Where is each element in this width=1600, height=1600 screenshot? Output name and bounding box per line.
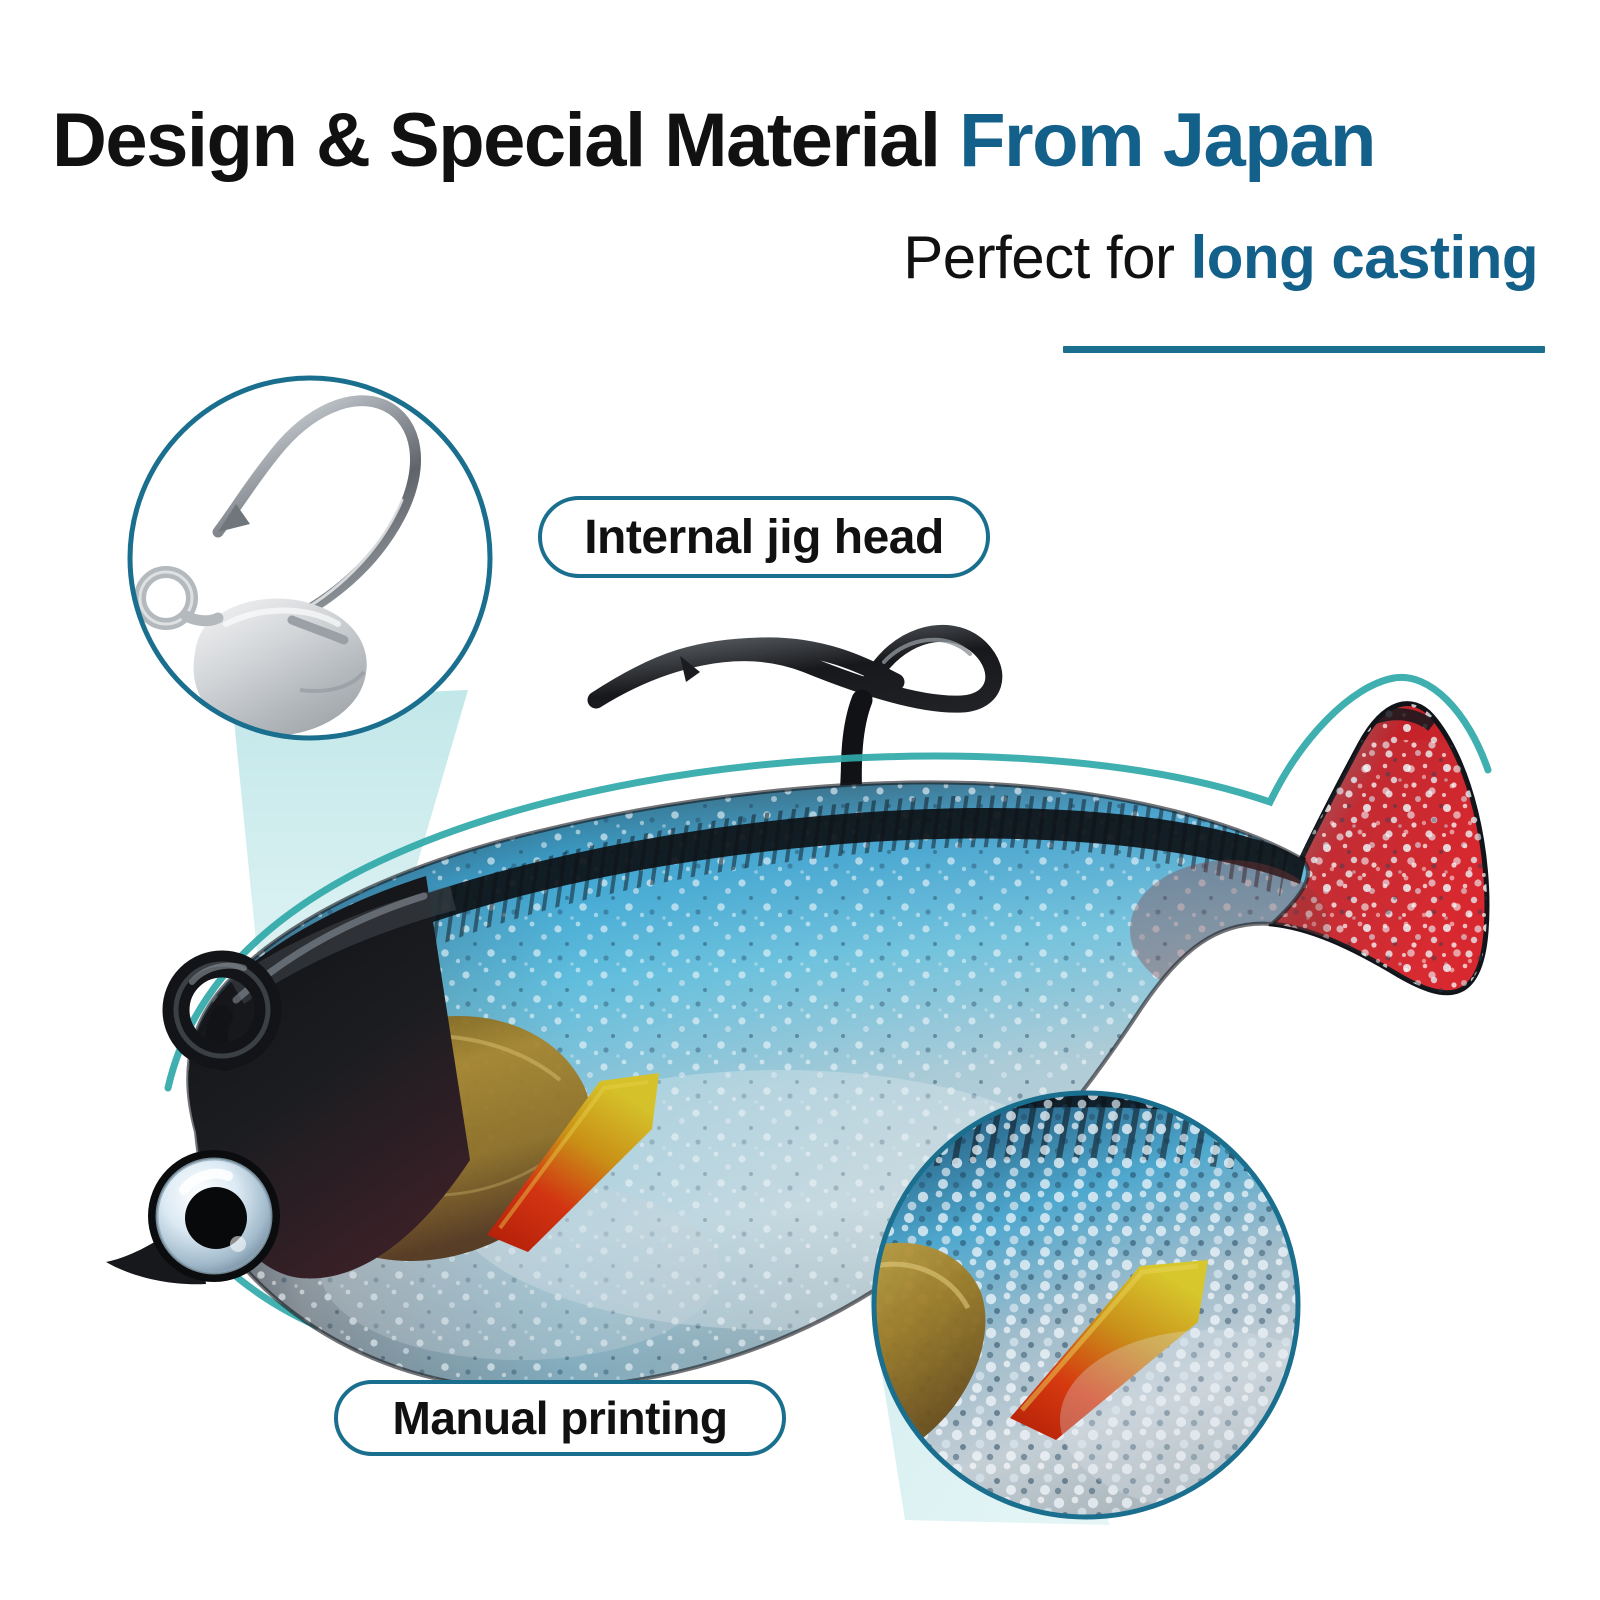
headline-accent: From Japan [959, 98, 1376, 183]
line-tie-ring [162, 950, 282, 1071]
callout-internal-jig-head: Internal jig head [538, 496, 990, 578]
pectoral-fin [487, 1073, 659, 1252]
subtitle-underline [1063, 346, 1545, 353]
callout-label: Internal jig head [584, 510, 944, 564]
lure-contour-line [164, 673, 1492, 1092]
subline-plain: Perfect for [903, 224, 1191, 291]
texture-closeup-art [874, 1093, 1298, 1517]
lure-eye [148, 1150, 280, 1282]
page-subtitle: Perfect for long casting [903, 228, 1538, 288]
subline-accent: long casting [1190, 224, 1539, 291]
callout-manual-printing: Manual printing [334, 1380, 786, 1456]
page-title: Design & Special Material From Japan [52, 103, 1376, 179]
jig-head-closeup-art [134, 395, 422, 736]
headline-plain: Design & Special Material [52, 98, 960, 183]
callout-label: Manual printing [392, 1392, 728, 1444]
